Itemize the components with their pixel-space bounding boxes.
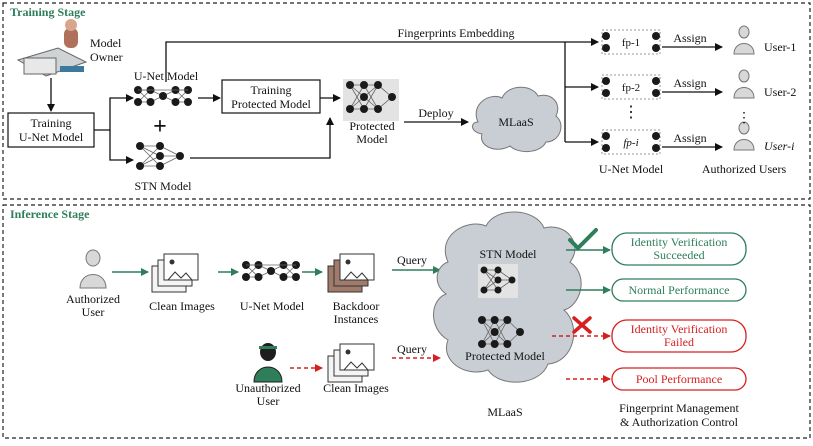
user-ellipsis: ⋮: [737, 111, 751, 126]
cloud-protected-icon: [478, 316, 524, 348]
clean-images-unauth-icon: [327, 343, 375, 383]
outcome-success-1: Identity Verification: [631, 235, 728, 249]
unet-inference-label: U-Net Model: [240, 299, 305, 313]
stn-to-train-protected-arrow: [190, 117, 334, 159]
cloud-protected-label: Protected Model: [465, 349, 545, 363]
unauthorized-user-icon: [253, 343, 283, 383]
protected-model-icon: [346, 81, 396, 113]
footer-label-1: Fingerprint Management: [619, 401, 739, 415]
unet-inference-icon: [242, 261, 300, 281]
train-unet-line1: Training: [31, 116, 72, 130]
cloud-stn-icon: [480, 266, 516, 294]
outcome-poor-box: [611, 367, 747, 391]
model-owner-icon: [16, 19, 88, 77]
outcome-success-box: [611, 232, 747, 266]
deploy-label: Deploy: [418, 106, 453, 120]
cloud-stn-label: STN Model: [480, 247, 538, 261]
unauth-user-label-1: Unauthorized: [235, 381, 300, 395]
assign-label-i: Assign: [673, 131, 706, 145]
owner-label-2: Owner: [90, 50, 123, 64]
inference-stage-frame: [2, 204, 811, 439]
outcome-fail-1: Identity Verification: [631, 322, 728, 336]
train-unet-box: [7, 112, 95, 148]
user-label-1: User-1: [764, 40, 796, 54]
owner-label-1: Model: [90, 36, 122, 50]
stn-label: STN Model: [135, 179, 193, 193]
backdoor-label-2: Instances: [334, 312, 379, 326]
outcome-fail-box: [611, 319, 747, 353]
mlaas-label-training: MLaaS: [498, 115, 533, 129]
query-label: Query: [397, 253, 427, 267]
training-stage-frame: [2, 2, 811, 200]
outcome-success-2: Succeeded: [653, 248, 704, 262]
backdoor-instances-icon: [327, 253, 375, 293]
cross-icon: [572, 316, 592, 334]
train-protected-box: [221, 79, 321, 114]
train-unet-line2: U-Net Model: [19, 130, 84, 144]
embedding-label: Fingerprints Embedding: [398, 26, 515, 40]
footer-label-2: & Authorization Control: [620, 415, 739, 429]
protected-label-2: Model: [356, 132, 388, 146]
outcome-poor: Pool Performance: [636, 372, 722, 386]
fp-label-1: fp-1: [622, 37, 640, 49]
assign-label-1: Assign: [673, 31, 706, 45]
outcome-normal: Normal Performance: [629, 283, 730, 297]
fp-label-2: fp-2: [622, 82, 640, 94]
clean-images-unauth-label: Clean Images: [323, 381, 389, 395]
query-label-2: Query: [397, 342, 427, 356]
outcome-normal-box: [611, 278, 747, 302]
plus-sign: +: [153, 114, 167, 140]
backdoor-label-1: Backdoor: [333, 299, 380, 313]
unet-model-icon: [134, 86, 192, 106]
auth-user-label-2: User: [82, 305, 105, 319]
assign-label-2: Assign: [673, 76, 706, 90]
inference-stage-title: Inference Stage: [10, 207, 90, 221]
unet-bottom-label: U-Net Model: [599, 162, 664, 176]
mlaas-cloud-training: [472, 86, 562, 152]
unauth-user-label-2: User: [257, 394, 280, 408]
authorized-users-label: Authorized Users: [702, 162, 787, 176]
user-label-i: User-i: [764, 139, 794, 153]
check-icon: [568, 228, 598, 251]
authorized-user-icon: [79, 249, 107, 289]
authorized-users-icons: [733, 25, 755, 151]
train-to-stn-arrow: [109, 130, 134, 164]
fingerprint-unet-1-icon: [601, 29, 661, 55]
outcome-fail-2: Failed: [664, 335, 694, 349]
protected-label-1: Protected: [349, 119, 394, 133]
auth-user-label-1: Authorized: [66, 292, 120, 306]
fingerprint-unet-2-icon: [601, 74, 661, 100]
clean-images-icon: [151, 253, 199, 293]
fingerprint-unet-i-icon: [601, 129, 661, 155]
fp-ellipsis: ⋮: [623, 104, 639, 121]
stn-model-icon: [136, 142, 184, 170]
clean-images-label: Clean Images: [149, 299, 215, 313]
train-protected-line1: Training: [251, 83, 292, 97]
training-stage-title: Training Stage: [10, 5, 86, 19]
train-protected-line2: Protected Model: [231, 97, 311, 111]
embedding-line: [165, 41, 565, 82]
fp-label-i: fp-i: [623, 137, 638, 149]
train-to-unet-arrow: [94, 94, 134, 131]
user-label-2: User-2: [764, 85, 796, 99]
mlaas-label-inference: MLaaS: [487, 405, 522, 419]
